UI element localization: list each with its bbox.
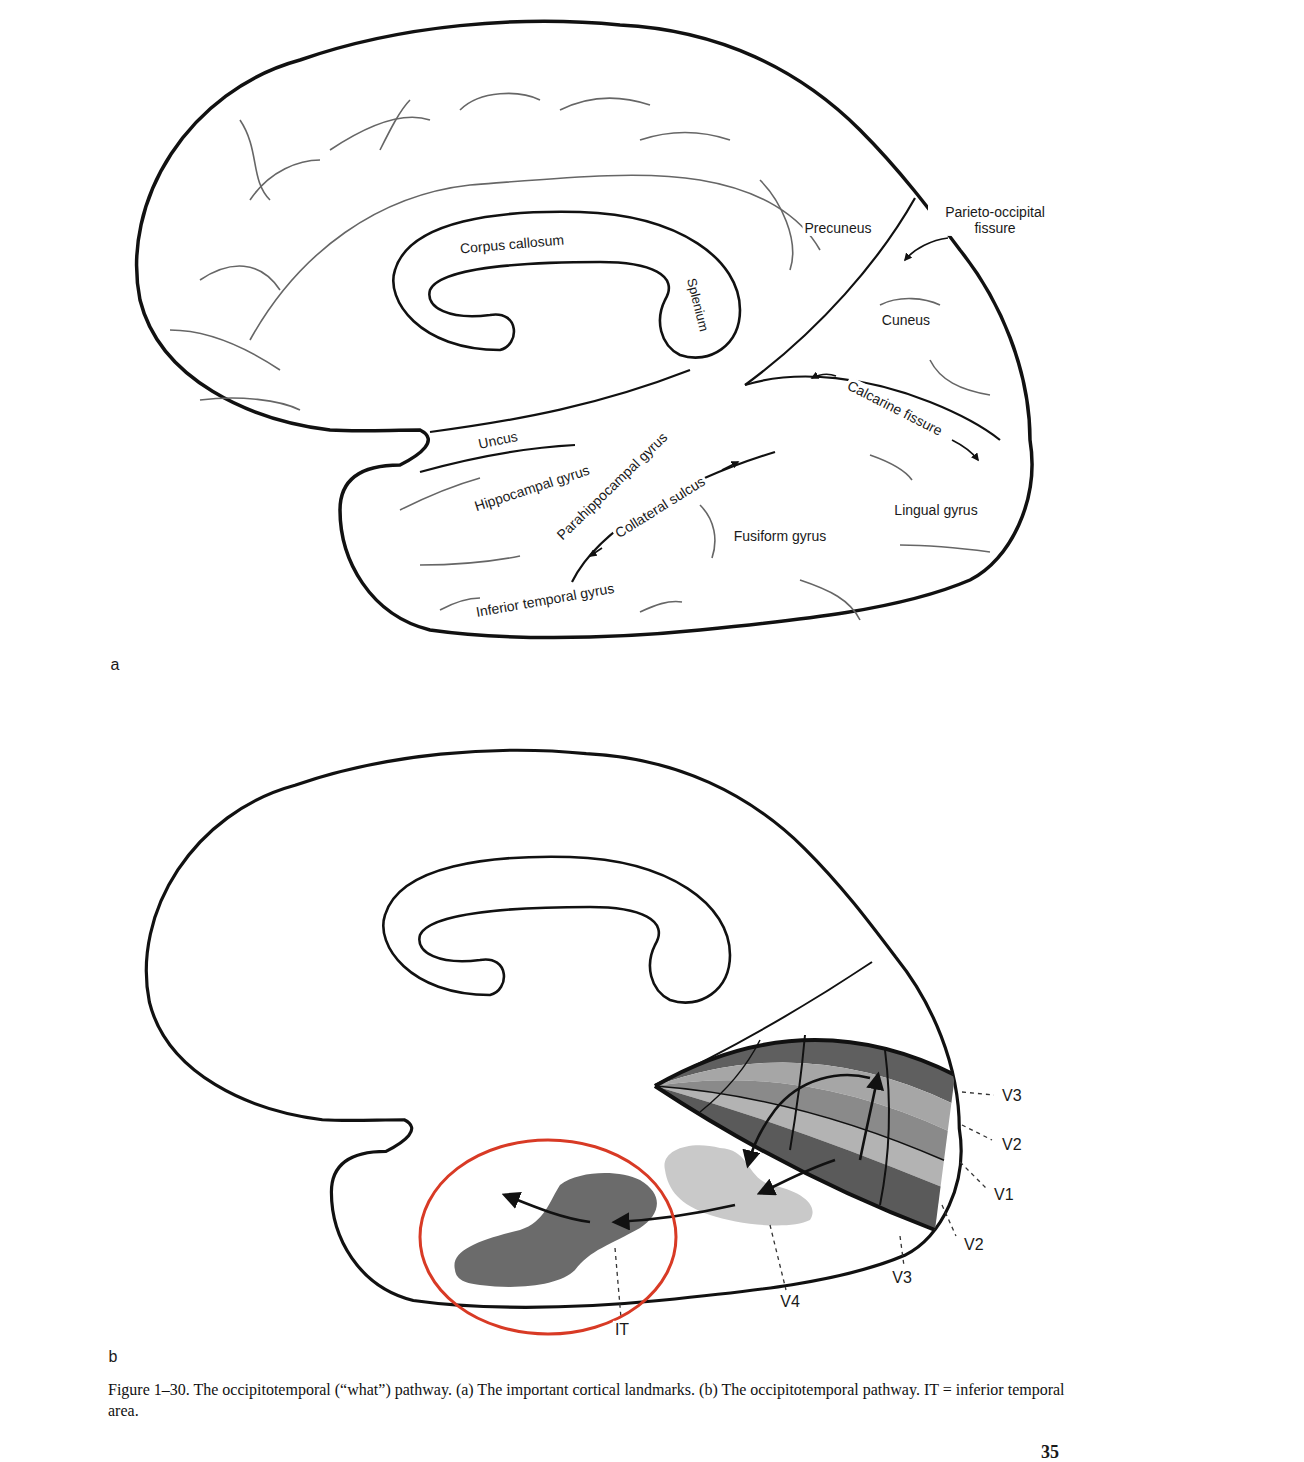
area-label: V3 (1000, 1087, 1024, 1105)
area-label: V1 (992, 1186, 1016, 1204)
brain-b (146, 750, 994, 1334)
gyrus-label: Fusiform gyrus (732, 528, 829, 544)
fissure-label: Parieto-occipital fissure (928, 204, 1062, 236)
panel-letter: a (109, 656, 122, 674)
figure-caption: Figure 1–30. The occipitotemporal (“what… (108, 1380, 1073, 1422)
page-number: 35 (1039, 1442, 1061, 1462)
area-label: V4 (778, 1293, 802, 1311)
gyrus-label: Lingual gyrus (892, 502, 979, 518)
gyrus-label: Cuneus (880, 312, 932, 328)
area-label: V2 (962, 1236, 986, 1254)
gyrus-label: Precuneus (803, 220, 874, 236)
panel-letter: b (107, 1348, 120, 1366)
area-label: IT (613, 1321, 631, 1339)
highlight-circle (420, 1140, 676, 1334)
brain-a (137, 21, 1032, 637)
area-label: V3 (890, 1269, 914, 1287)
area-label: V2 (1000, 1136, 1024, 1154)
